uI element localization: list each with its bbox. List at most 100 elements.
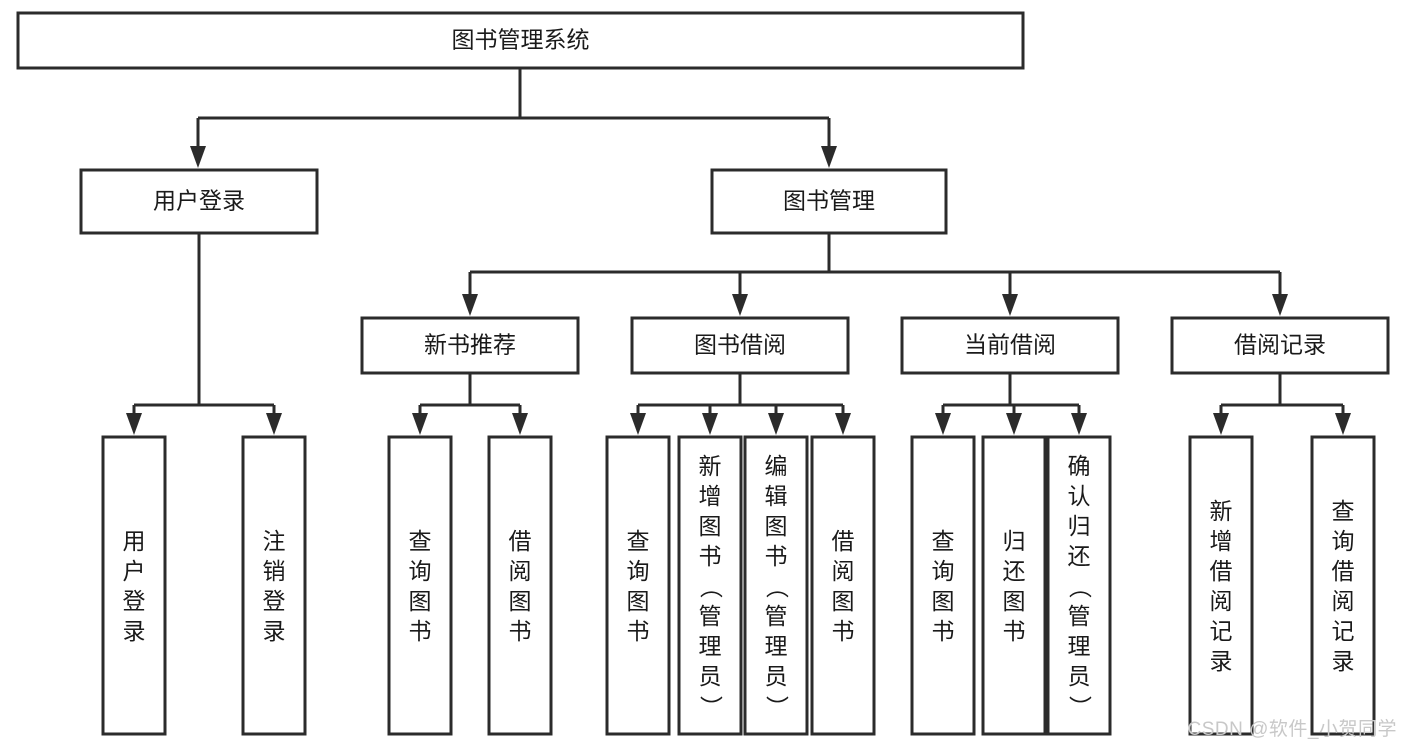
node-box[interactable] <box>605 435 671 736</box>
node-label-char: 管 <box>1068 603 1091 629</box>
node-label-char: 借 <box>1210 558 1233 584</box>
node-label: 图书借阅 <box>694 332 786 358</box>
node-label-char: 图 <box>699 513 722 539</box>
node-box[interactable] <box>16 11 1025 70</box>
node-box[interactable] <box>710 168 948 235</box>
node-box[interactable] <box>487 435 553 736</box>
arrow-head-icon <box>935 413 951 435</box>
node-current-borrow[interactable]: 当前借阅 <box>900 316 1120 375</box>
node-label: 当前借阅 <box>964 332 1056 358</box>
arrow-head-icon <box>266 413 282 435</box>
arrow-head-icon <box>462 294 478 316</box>
node-leaf-user-login[interactable]: 用户登录 <box>101 435 167 736</box>
node-label-char: 录 <box>263 618 286 644</box>
node-label-char: 图 <box>932 588 955 614</box>
node-label-char: 书 <box>932 618 955 644</box>
arrow-head-icon <box>190 146 206 168</box>
node-box[interactable] <box>677 435 743 736</box>
node-box[interactable] <box>1310 435 1376 736</box>
node-label: 新书推荐 <box>424 332 516 358</box>
node-box[interactable] <box>387 435 453 736</box>
arrow-head-icon <box>821 146 837 168</box>
node-label-char: 辑 <box>765 483 788 509</box>
node-label: 图书管理系统 <box>452 27 590 53</box>
connector-bus-book-borrow <box>630 373 851 435</box>
node-label-char: 书 <box>1003 618 1026 644</box>
node-box[interactable] <box>810 435 876 736</box>
arrow-head-icon <box>412 413 428 435</box>
arrow-head-icon <box>1272 294 1288 316</box>
node-user-login[interactable]: 用户登录 <box>79 168 319 235</box>
node-label-char: 户 <box>123 558 146 584</box>
node-box[interactable] <box>101 435 167 736</box>
nodes-layer: 图书管理系统用户登录图书管理新书推荐图书借阅当前借阅借阅记录用户登录注销登录查询… <box>16 11 1390 736</box>
node-label-char: 询 <box>932 558 955 584</box>
arrow-head-icon <box>702 413 718 435</box>
node-box[interactable] <box>900 316 1120 375</box>
node-label-char: 认 <box>1068 483 1091 509</box>
node-label-char: 理 <box>765 633 788 659</box>
node-label-char: 员 <box>1068 663 1091 689</box>
arrow-head-icon <box>1213 413 1229 435</box>
node-label-char: 图 <box>1003 588 1026 614</box>
node-label-char: 阅 <box>509 558 532 584</box>
node-label-char: 图 <box>832 588 855 614</box>
node-book-borrow[interactable]: 图书借阅 <box>630 316 850 375</box>
node-label-char: 管 <box>699 603 722 629</box>
node-box[interactable] <box>79 168 319 235</box>
node-label-char: 确 <box>1068 453 1091 479</box>
arrow-head-icon <box>1335 413 1351 435</box>
node-label-char: 查 <box>1332 498 1355 524</box>
node-label-char: 阅 <box>1210 588 1233 614</box>
node-box[interactable] <box>743 435 809 736</box>
node-box[interactable] <box>360 316 580 375</box>
node-box[interactable] <box>1170 316 1390 375</box>
node-book-manage[interactable]: 图书管理 <box>710 168 948 235</box>
node-borrow-record[interactable]: 借阅记录 <box>1170 316 1390 375</box>
node-label-char: 登 <box>123 588 146 614</box>
node-label-char: 阅 <box>1332 588 1355 614</box>
connector-bus-new-book-rec <box>412 373 528 435</box>
node-box[interactable] <box>910 435 976 736</box>
node-label-char: 借 <box>1332 558 1355 584</box>
node-label-char: 新 <box>699 453 722 479</box>
node-label: 图书管理 <box>783 188 875 214</box>
node-label-char: 图 <box>509 588 532 614</box>
node-root[interactable]: 图书管理系统 <box>16 11 1025 70</box>
node-label-char: 书 <box>627 618 650 644</box>
node-label-char: 书 <box>765 543 788 569</box>
node-label-char: 询 <box>1332 528 1355 554</box>
node-box[interactable] <box>981 435 1047 736</box>
node-label-char: 图 <box>765 513 788 539</box>
node-label-char: 录 <box>123 618 146 644</box>
connector-bus-current-borrow <box>935 373 1087 435</box>
node-box[interactable] <box>1188 435 1254 736</box>
connector-bus-book-manage <box>462 233 1288 316</box>
node-label-char: 销 <box>263 558 286 584</box>
node-label-char: 图 <box>627 588 650 614</box>
node-new-book-rec[interactable]: 新书推荐 <box>360 316 580 375</box>
node-box[interactable] <box>630 316 850 375</box>
node-box[interactable] <box>1046 435 1112 736</box>
node-label-char: （ <box>764 575 790 598</box>
node-label-char: 注 <box>263 528 286 554</box>
node-label-char: 员 <box>765 663 788 689</box>
node-label-char: （ <box>698 575 724 598</box>
arrow-head-icon <box>512 413 528 435</box>
node-box[interactable] <box>241 435 307 736</box>
node-label-char: 查 <box>409 528 432 554</box>
node-label-char: 新 <box>1210 498 1233 524</box>
